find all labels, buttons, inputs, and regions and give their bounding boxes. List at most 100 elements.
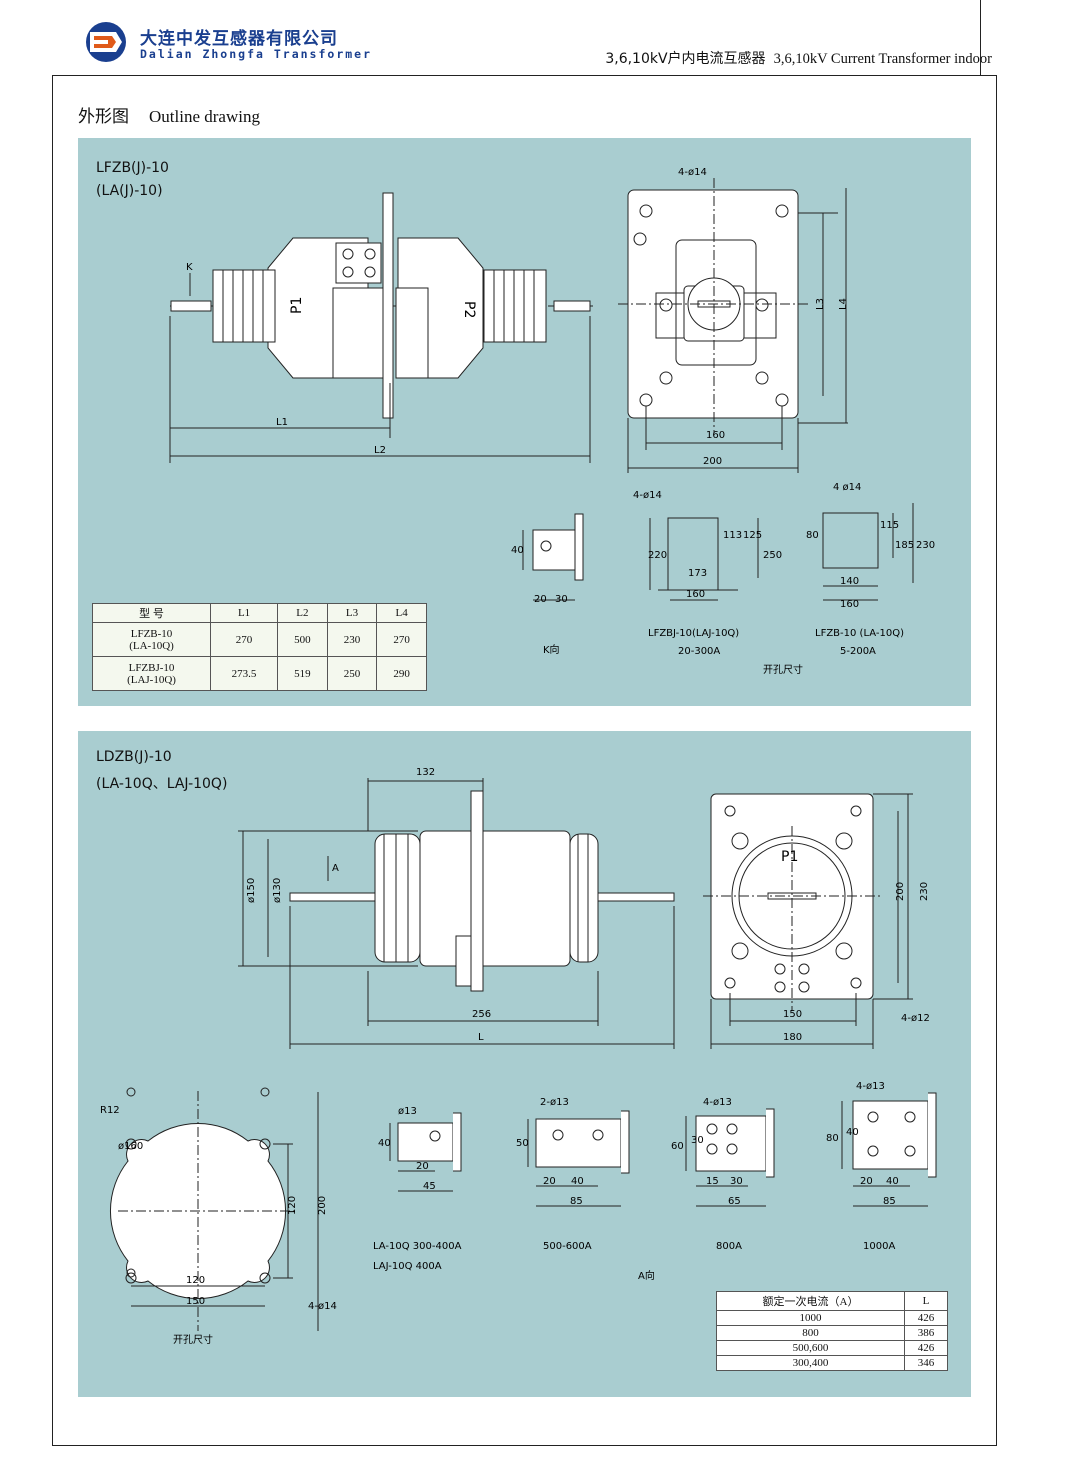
cell-l: 426	[904, 1340, 948, 1356]
label-l2: L2	[374, 445, 386, 456]
cell-model: LFZB-10	[130, 627, 173, 640]
front-p1: P1	[781, 849, 798, 865]
cut-caption: 开孔尺寸	[173, 1333, 213, 1346]
section-title-cn: 外形图	[78, 107, 129, 127]
dim-200: 200	[895, 882, 906, 901]
cb-80: 80	[806, 530, 819, 541]
cell-l3: 250	[326, 656, 378, 691]
ca-173: 173	[688, 568, 707, 579]
cell-l4: 290	[376, 656, 427, 691]
title-cn: 3,6,10kV户内电流互感器	[605, 51, 766, 67]
label-p2: P2	[461, 301, 477, 318]
v4-20: 20	[860, 1176, 873, 1187]
cell-current: 500,600	[715, 1340, 906, 1356]
table-header-row: 型 号 L1 L2 L3 L4	[91, 603, 427, 623]
company-name-cn: 大连中发互感器有限公司	[140, 29, 338, 49]
ca-250: 250	[763, 550, 782, 561]
cell-l2: 519	[277, 656, 328, 691]
dim-230: 230	[919, 882, 930, 901]
v4-80: 80	[826, 1133, 839, 1144]
v4-hole: 4-ø13	[856, 1081, 885, 1092]
v1-cap1: LA-10Q 300-400A	[373, 1241, 462, 1252]
table-row: LFZB-10(LA-10Q) 270 500 230 270	[91, 622, 427, 657]
th-current: 额定一次电流（A）	[715, 1291, 906, 1311]
label-p1: P1	[289, 297, 305, 314]
v4-40: 40	[846, 1127, 859, 1138]
cell-l2: 500	[277, 622, 328, 657]
v4-40b: 40	[886, 1176, 899, 1187]
th-l3: L3	[326, 603, 378, 623]
v4-85: 85	[883, 1196, 896, 1207]
th-model: 型 号	[91, 603, 212, 623]
company-name-en: Dalian Zhongfa Transformer	[140, 47, 373, 61]
model-title: LFZB(J)-10	[96, 160, 169, 176]
v1-cap2: LAJ-10Q 400A	[373, 1261, 442, 1272]
th-l4: L4	[376, 603, 427, 623]
dim-d130: ø130	[272, 878, 283, 903]
v2-cap1: 500-600A	[543, 1241, 592, 1252]
v1-20: 20	[416, 1161, 429, 1172]
cut-150: 150	[186, 1296, 205, 1307]
v3-cap1: 800A	[716, 1241, 742, 1252]
dimension-table: 型 号 L1 L2 L3 L4 LFZB-10(LA-10Q) 270 500 …	[91, 603, 427, 691]
cell-l: 346	[904, 1355, 948, 1371]
cb-160: 160	[840, 599, 859, 610]
cb-140: 140	[840, 576, 859, 587]
bellows-right	[483, 269, 547, 343]
v3-30: 30	[691, 1135, 704, 1146]
title-en: 3,6,10kV Current Transformer indoor	[773, 51, 992, 67]
label-l1: L1	[276, 417, 288, 428]
cb-230: 230	[916, 540, 935, 551]
v3-15: 15	[706, 1176, 719, 1187]
panel-lfzb: K P1 P2 L1 L2 L3 L4 160 200 4-ø14 40 20 …	[78, 138, 971, 706]
cell-current: 1000	[715, 1310, 906, 1326]
dim-200: 200	[703, 456, 722, 467]
cell-l: 426	[904, 1310, 948, 1326]
drawing-ldzb: 132 A ø150 ø130 256 L P1 200 230 150 180…	[100, 767, 937, 1346]
ca-hole: 4-ø14	[633, 490, 662, 501]
dim-d150: ø150	[246, 878, 257, 903]
cell-model-alt: (LA-10Q)	[129, 639, 174, 652]
dim-132: 132	[416, 767, 435, 778]
dim-160: 160	[706, 430, 725, 441]
v1-40: 40	[378, 1138, 391, 1149]
section-title-en: Outline drawing	[149, 107, 260, 126]
bellows-left	[212, 269, 276, 343]
dim-150w: 150	[783, 1009, 802, 1020]
k-dim-20: 20	[534, 594, 547, 605]
k-dim-40: 40	[511, 545, 524, 556]
v1-45: 45	[423, 1181, 436, 1192]
ca-125: 125	[743, 530, 762, 541]
th-l: L	[904, 1291, 948, 1311]
a-caption: A向	[638, 1269, 655, 1282]
v2-40: 40	[571, 1176, 584, 1187]
ca-cap1: LFZBJ-10(LAJ-10Q)	[648, 628, 739, 639]
v2-hole: 2-ø13	[540, 1097, 569, 1108]
ca-cap2: 20-300A	[678, 646, 720, 657]
section-title: 外形图 Outline drawing	[78, 102, 260, 127]
cell-model: LFZBJ-10	[128, 661, 175, 674]
cb-115: 115	[880, 520, 899, 531]
ca-220: 220	[648, 550, 667, 561]
k-dim-30: 30	[555, 594, 568, 605]
hole-label: 4-ø14	[678, 167, 707, 178]
ca-160: 160	[686, 589, 705, 600]
k-view-caption: K向	[543, 643, 560, 656]
cut-120h: 120	[186, 1275, 205, 1286]
dim-180: 180	[783, 1032, 802, 1043]
dim-256: 256	[472, 1009, 491, 1020]
v3-60: 60	[671, 1141, 684, 1152]
th-l2: L2	[277, 603, 328, 623]
model-title: LDZB(J)-10	[96, 749, 172, 765]
v3-30b: 30	[730, 1176, 743, 1187]
ca-113: 113	[723, 530, 742, 541]
cut-200: 200	[317, 1196, 328, 1215]
cell-model-alt: (LAJ-10Q)	[127, 673, 176, 686]
cut-r12: R12	[100, 1105, 120, 1116]
model-subtitle: (LA-10Q、LAJ-10Q)	[96, 776, 228, 792]
